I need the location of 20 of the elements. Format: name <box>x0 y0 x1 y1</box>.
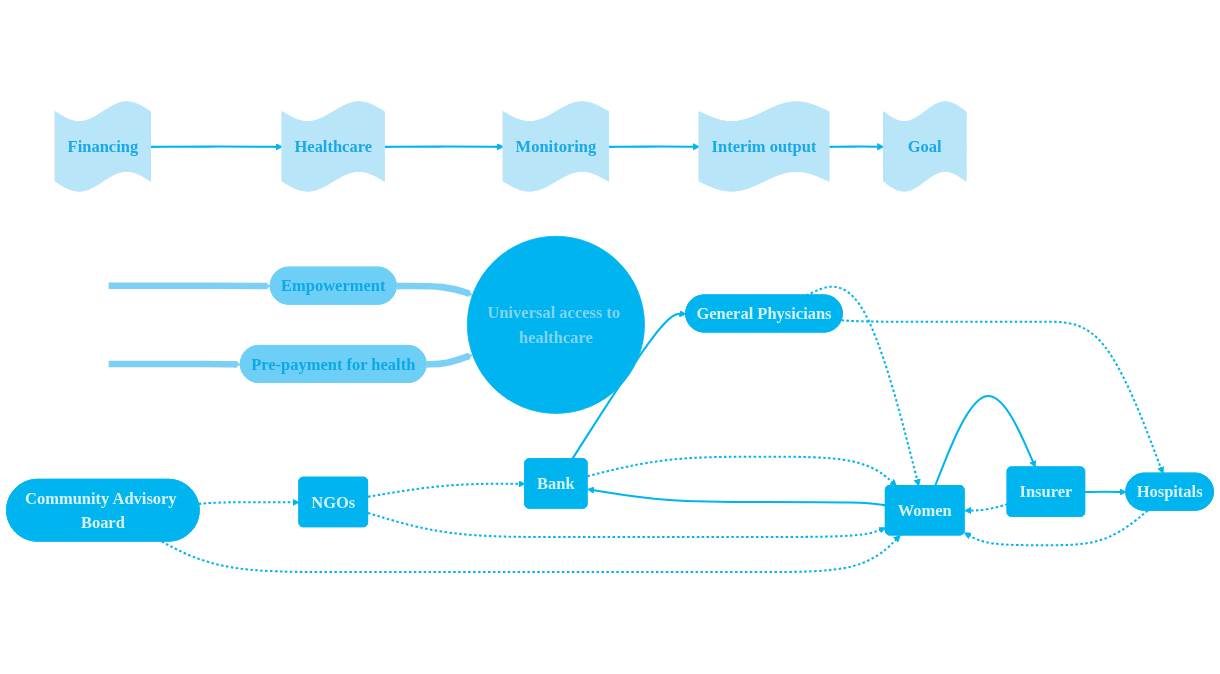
arrow <box>963 509 1149 547</box>
arrow <box>367 512 887 539</box>
arrow <box>426 352 473 368</box>
arrow <box>608 143 700 151</box>
arrow <box>384 143 504 151</box>
arrow <box>587 455 897 487</box>
arrow <box>934 395 1037 487</box>
arrow <box>161 535 901 574</box>
arrow <box>1085 488 1127 496</box>
arrow <box>367 480 526 498</box>
arrow <box>150 143 283 151</box>
arrow <box>198 498 300 506</box>
arrow <box>587 486 886 507</box>
arrow <box>964 503 1008 515</box>
arrow <box>829 143 885 151</box>
arrow <box>108 282 271 290</box>
arrow <box>841 319 1165 474</box>
arrow <box>108 360 242 368</box>
arrow <box>396 282 473 297</box>
node-circle: Universal access to healthcare <box>466 235 645 414</box>
